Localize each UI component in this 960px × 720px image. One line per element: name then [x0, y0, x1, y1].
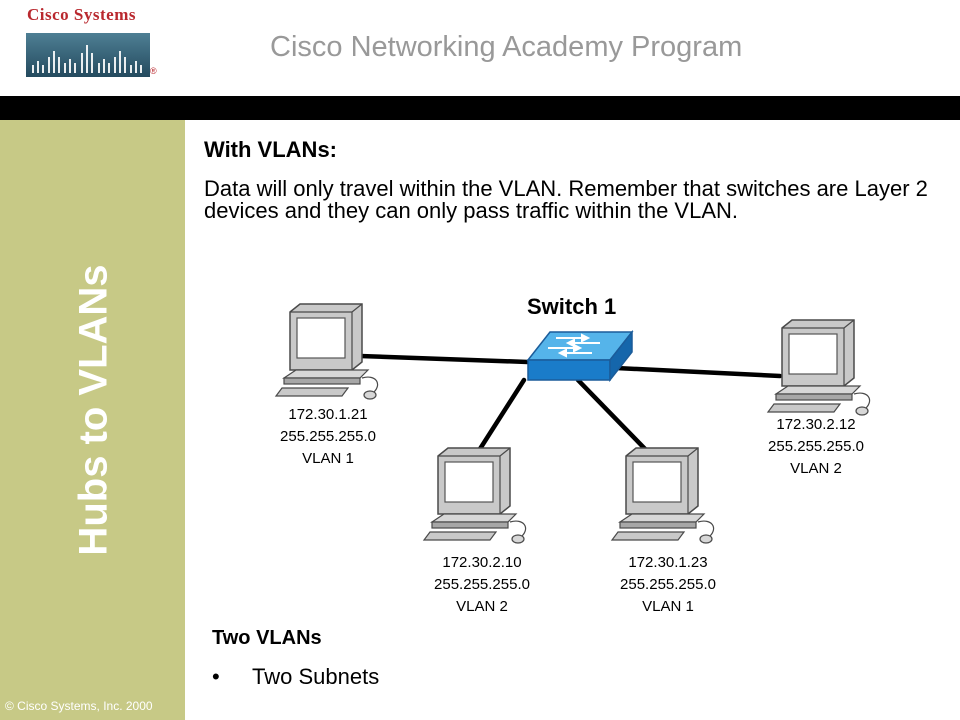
- host-mask: 255.255.255.0: [768, 438, 864, 455]
- bullet-icon: •: [212, 664, 220, 689]
- host-ip: 172.30.1.21: [288, 406, 368, 423]
- host-3-computer-icon: [611, 447, 715, 544]
- host-vlan: VLAN 2: [456, 598, 508, 615]
- switch-icon: [526, 329, 634, 383]
- host-ip: 172.30.2.12: [776, 416, 856, 433]
- cisco-logo: [26, 33, 150, 77]
- logo-bars-icon: [32, 45, 142, 73]
- host-1-computer-icon: [275, 303, 379, 400]
- sidebar: [0, 120, 185, 720]
- host-vlan: VLAN 1: [302, 450, 354, 467]
- summary-title: Two VLANs: [212, 627, 322, 649]
- summary-bullet: • Two Subnets: [212, 664, 379, 690]
- switch-label: Switch 1: [527, 294, 617, 319]
- host-ip: 172.30.2.10: [442, 554, 522, 571]
- section-paragraph: Data will only travel within the VLAN. R…: [204, 176, 928, 223]
- host-mask: 255.255.255.0: [280, 428, 376, 445]
- host-mask: 255.255.255.0: [434, 576, 530, 593]
- host-4-computer-icon: [767, 319, 871, 416]
- host-vlan: VLAN 2: [790, 460, 842, 477]
- program-title: Cisco Networking Academy Program: [270, 31, 743, 63]
- host-3-label: 172.30.1.23 255.255.255.0 VLAN 1: [598, 552, 738, 618]
- host-4-label: 172.30.2.12 255.255.255.0 VLAN 2: [746, 414, 886, 480]
- link-host-3: [575, 377, 651, 455]
- host-vlan: VLAN 1: [642, 598, 694, 615]
- host-1-label: 172.30.1.21 255.255.255.0 VLAN 1: [258, 404, 398, 470]
- link-host-4: [613, 365, 783, 379]
- section-heading: With VLANs:: [204, 137, 338, 162]
- cisco-logo-text: Cisco Systems: [27, 5, 136, 24]
- header-bar: [0, 96, 960, 120]
- host-2-label: 172.30.2.10 255.255.255.0 VLAN 2: [412, 552, 552, 618]
- host-ip: 172.30.1.23: [628, 554, 708, 571]
- host-mask: 255.255.255.0: [620, 576, 716, 593]
- link-host-1: [357, 353, 531, 365]
- registered-mark: ®: [150, 66, 157, 76]
- bullet-text: Two Subnets: [252, 664, 380, 689]
- host-2-computer-icon: [423, 447, 527, 544]
- copyright: © Cisco Systems, Inc. 2000: [5, 699, 153, 713]
- link-host-2: [475, 377, 527, 455]
